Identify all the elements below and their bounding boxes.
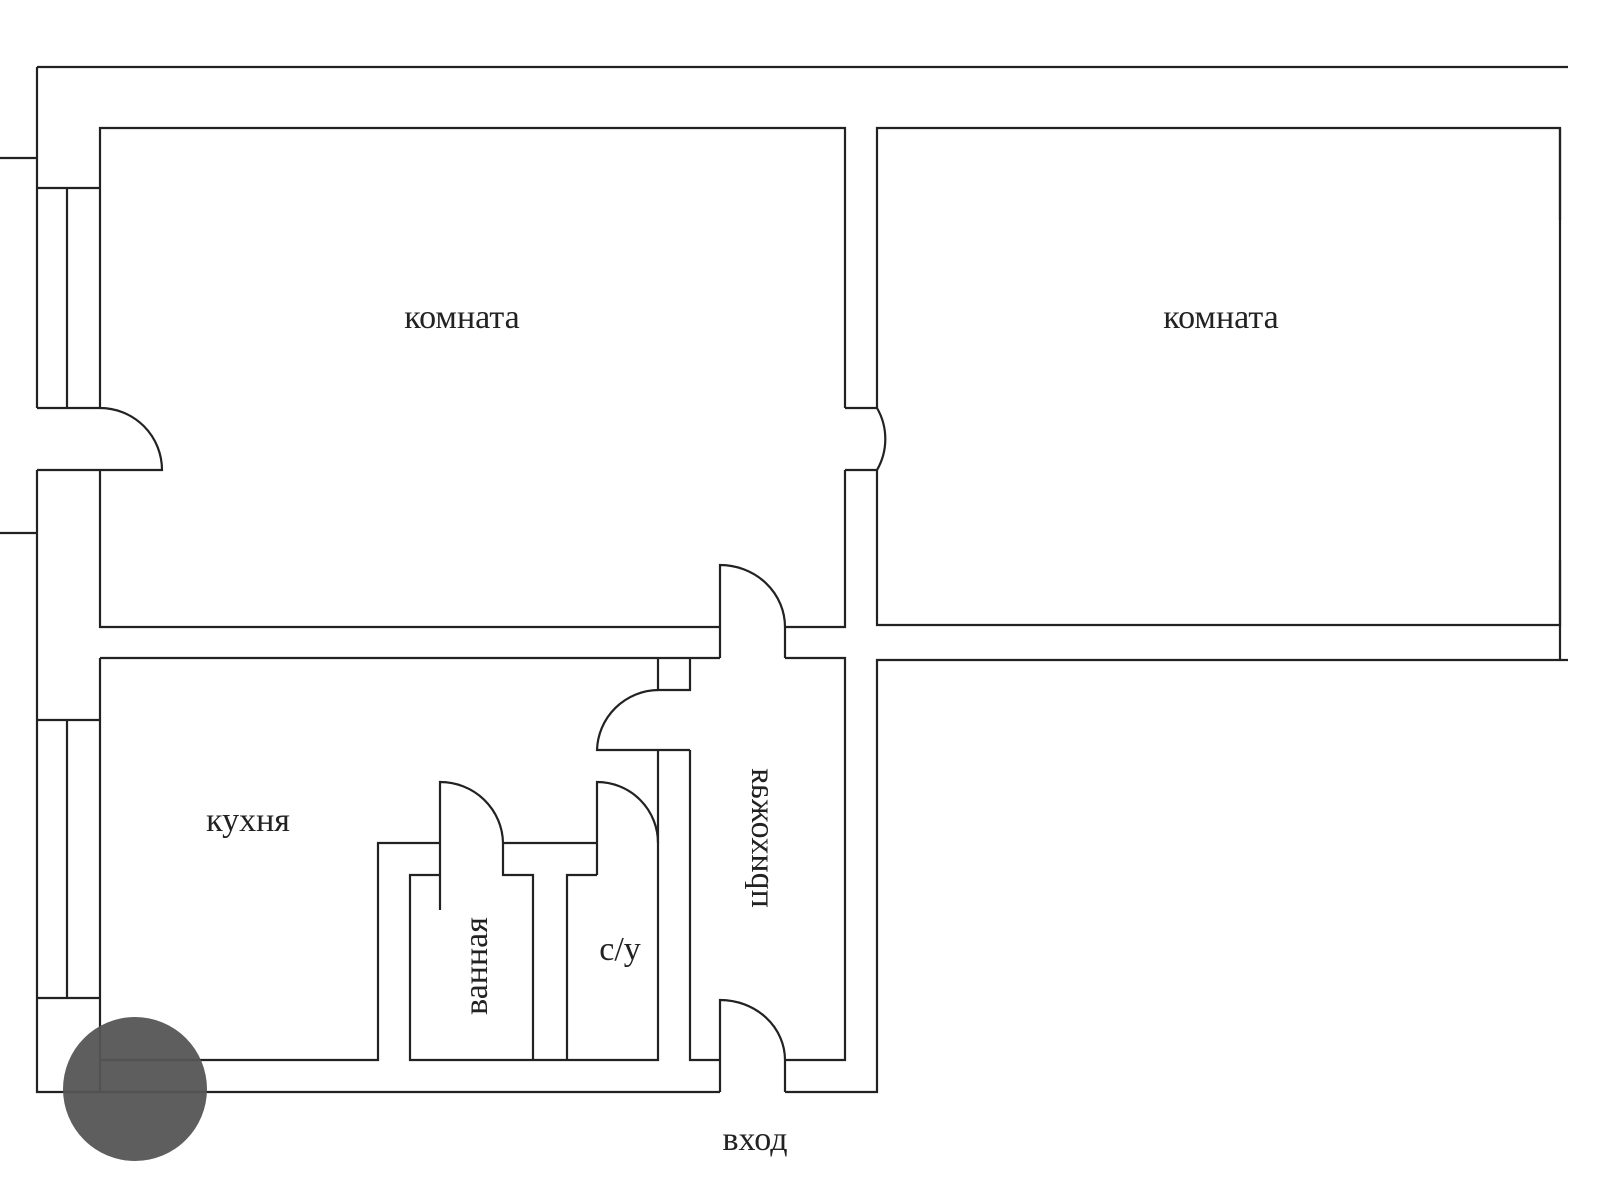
kitchen-label: кухня bbox=[206, 802, 290, 839]
entrance-label: вход bbox=[722, 1121, 788, 1158]
inner-walls bbox=[98, 656, 847, 1092]
door-hall-kitchen bbox=[595, 688, 690, 752]
door-toilet bbox=[595, 780, 660, 875]
room2-label: комната bbox=[1163, 299, 1279, 336]
bathroom-label: ванная bbox=[458, 917, 495, 1015]
door-room2 bbox=[845, 406, 887, 472]
toilet-label: с/у bbox=[599, 931, 641, 968]
door-room1-hall bbox=[718, 563, 787, 658]
room1-walls bbox=[98, 126, 847, 629]
door-entrance bbox=[718, 998, 787, 1092]
touch-indicator-circle bbox=[63, 1017, 207, 1161]
hallway-label: прихожая bbox=[744, 768, 781, 908]
room2-walls bbox=[875, 126, 1562, 660]
door-bathroom bbox=[438, 780, 505, 910]
room1-label: комната bbox=[404, 299, 520, 336]
windows bbox=[37, 186, 100, 1000]
outer-walls bbox=[0, 65, 1568, 1094]
doors bbox=[37, 406, 887, 1092]
door-left-exterior bbox=[37, 406, 164, 472]
